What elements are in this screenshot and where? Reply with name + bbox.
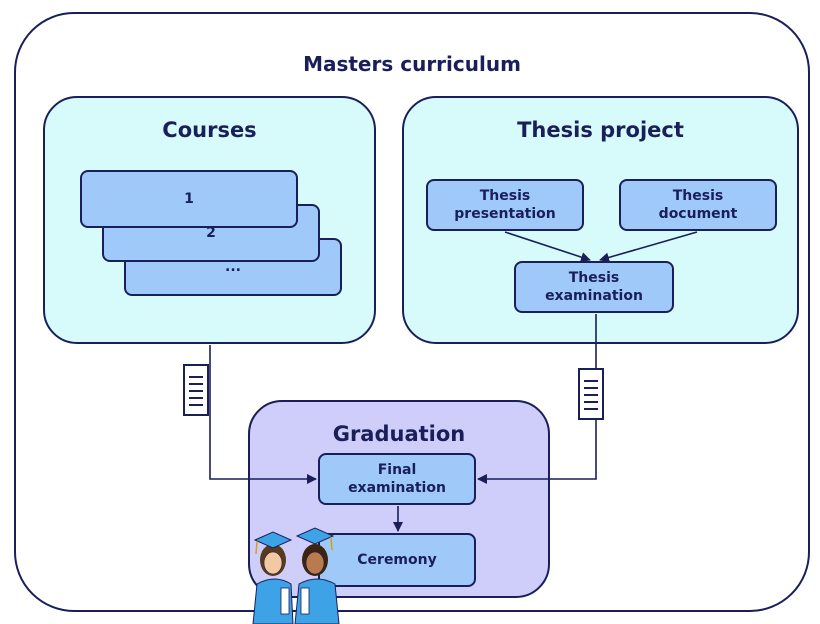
thesis-examination-box: Thesis examination [514, 261, 674, 313]
graduates-clipart [252, 527, 340, 624]
arrow-presentation-to-examination [504, 231, 591, 262]
ceremony-box: Ceremony [318, 533, 476, 587]
course-card-label: ... [225, 259, 241, 275]
diagram-title: Masters curriculum [303, 52, 521, 76]
course-card-1: 1 [80, 170, 298, 228]
arrow-courses-to-final-exam [209, 345, 317, 484]
thesis-examination-line2: examination [545, 288, 643, 304]
thesis-presentation-line2: presentation [454, 206, 556, 222]
courses-title: Courses [162, 118, 257, 142]
course-card-label: 1 [184, 191, 194, 207]
thesis-presentation-line1: Thesis [479, 188, 531, 204]
course-card-label: 2 [206, 225, 216, 241]
thesis-document-line1: Thesis [672, 188, 724, 204]
document-icon [183, 364, 209, 416]
thesis-examination-line1: Thesis [568, 270, 620, 286]
thesis-document-box: Thesis document [619, 179, 777, 231]
ceremony-label: Ceremony [357, 552, 437, 568]
thesis-document-line2: document [658, 206, 738, 222]
arrow-document-to-examination [599, 231, 698, 263]
graduation-title: Graduation [332, 422, 466, 446]
final-examination-line2: examination [348, 480, 446, 496]
document-icon [578, 368, 604, 420]
thesis-project-title: Thesis project [517, 118, 684, 142]
final-examination-line1: Final [377, 462, 417, 478]
final-examination-box: Final examination [318, 453, 476, 505]
thesis-presentation-box: Thesis presentation [426, 179, 584, 231]
